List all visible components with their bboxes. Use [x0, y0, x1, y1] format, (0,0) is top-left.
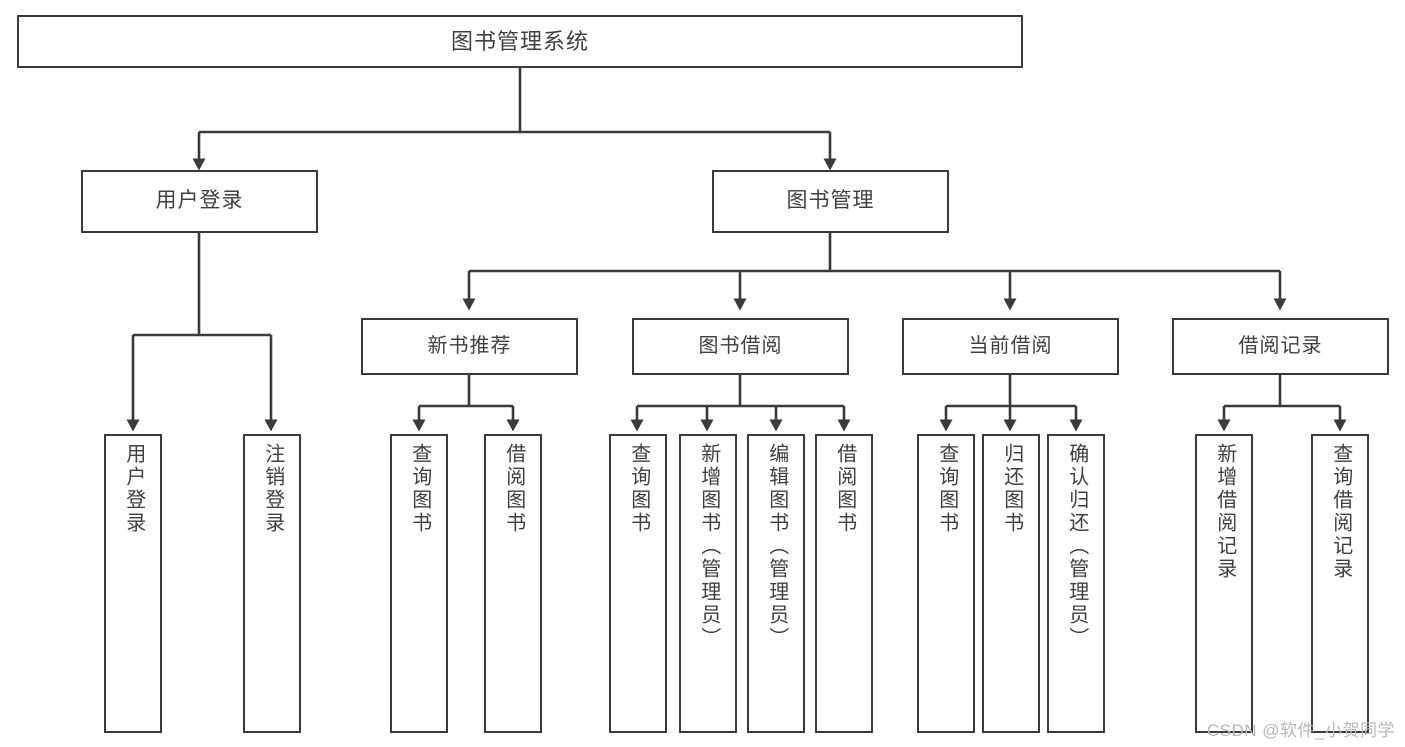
leaf-query-book-recommend[interactable]: 查询图书 [390, 434, 448, 733]
leaf-query-book-current[interactable]: 查询图书 [917, 434, 975, 733]
node-book-borrow[interactable]: 图书借阅 [632, 318, 849, 375]
node-root-system[interactable]: 图书管理系统 [17, 15, 1023, 68]
leaf-query-borrow-record[interactable]: 查询借阅记录 [1311, 434, 1369, 733]
node-label: 图书管理 [786, 189, 875, 213]
node-label: 新增图书（管理员） [697, 443, 720, 650]
leaf-user-login[interactable]: 用户登录 [104, 434, 162, 733]
node-label: 图书管理系统 [450, 28, 589, 54]
node-new-book-recommend[interactable]: 新书推荐 [361, 318, 578, 375]
csdn-watermark: CSDN @软件_小贺同学 [1206, 721, 1395, 740]
node-label: 查询图书 [627, 443, 650, 535]
leaf-add-book[interactable]: 新增图书（管理员） [679, 434, 737, 733]
node-label: 查询图书 [408, 443, 431, 535]
leaf-borrow-book-recommend[interactable]: 借阅图书 [484, 434, 542, 733]
node-book-manage[interactable]: 图书管理 [712, 170, 949, 233]
node-label: 新书推荐 [427, 335, 512, 357]
node-label: 用户登录 [122, 443, 145, 535]
node-label: 借阅记录 [1238, 335, 1323, 357]
leaf-edit-book[interactable]: 编辑图书（管理员） [747, 434, 805, 733]
node-label: 查询图书 [935, 443, 958, 535]
node-label: 借阅图书 [502, 443, 525, 535]
leaf-borrow-book[interactable]: 借阅图书 [815, 434, 873, 733]
node-label: 编辑图书（管理员） [765, 443, 788, 650]
node-label: 图书借阅 [698, 335, 783, 357]
leaf-return-book[interactable]: 归还图书 [982, 434, 1040, 733]
node-label: 确认归还（管理员） [1065, 443, 1088, 650]
leaf-confirm-return[interactable]: 确认归还（管理员） [1047, 434, 1105, 733]
node-user-login[interactable]: 用户登录 [81, 170, 318, 233]
node-label: 注销登录 [261, 443, 284, 535]
node-label: 当前借阅 [968, 335, 1053, 357]
node-label: 用户登录 [155, 189, 244, 213]
leaf-add-borrow-record[interactable]: 新增借阅记录 [1195, 434, 1253, 733]
node-current-borrow[interactable]: 当前借阅 [902, 318, 1119, 375]
leaf-logout[interactable]: 注销登录 [243, 434, 301, 733]
node-label: 查询借阅记录 [1329, 443, 1352, 581]
node-label: 借阅图书 [833, 443, 856, 535]
leaf-query-book-borrow[interactable]: 查询图书 [609, 434, 667, 733]
node-label: 新增借阅记录 [1213, 443, 1236, 581]
node-label: 归还图书 [1000, 443, 1023, 535]
node-borrow-record[interactable]: 借阅记录 [1172, 318, 1389, 375]
